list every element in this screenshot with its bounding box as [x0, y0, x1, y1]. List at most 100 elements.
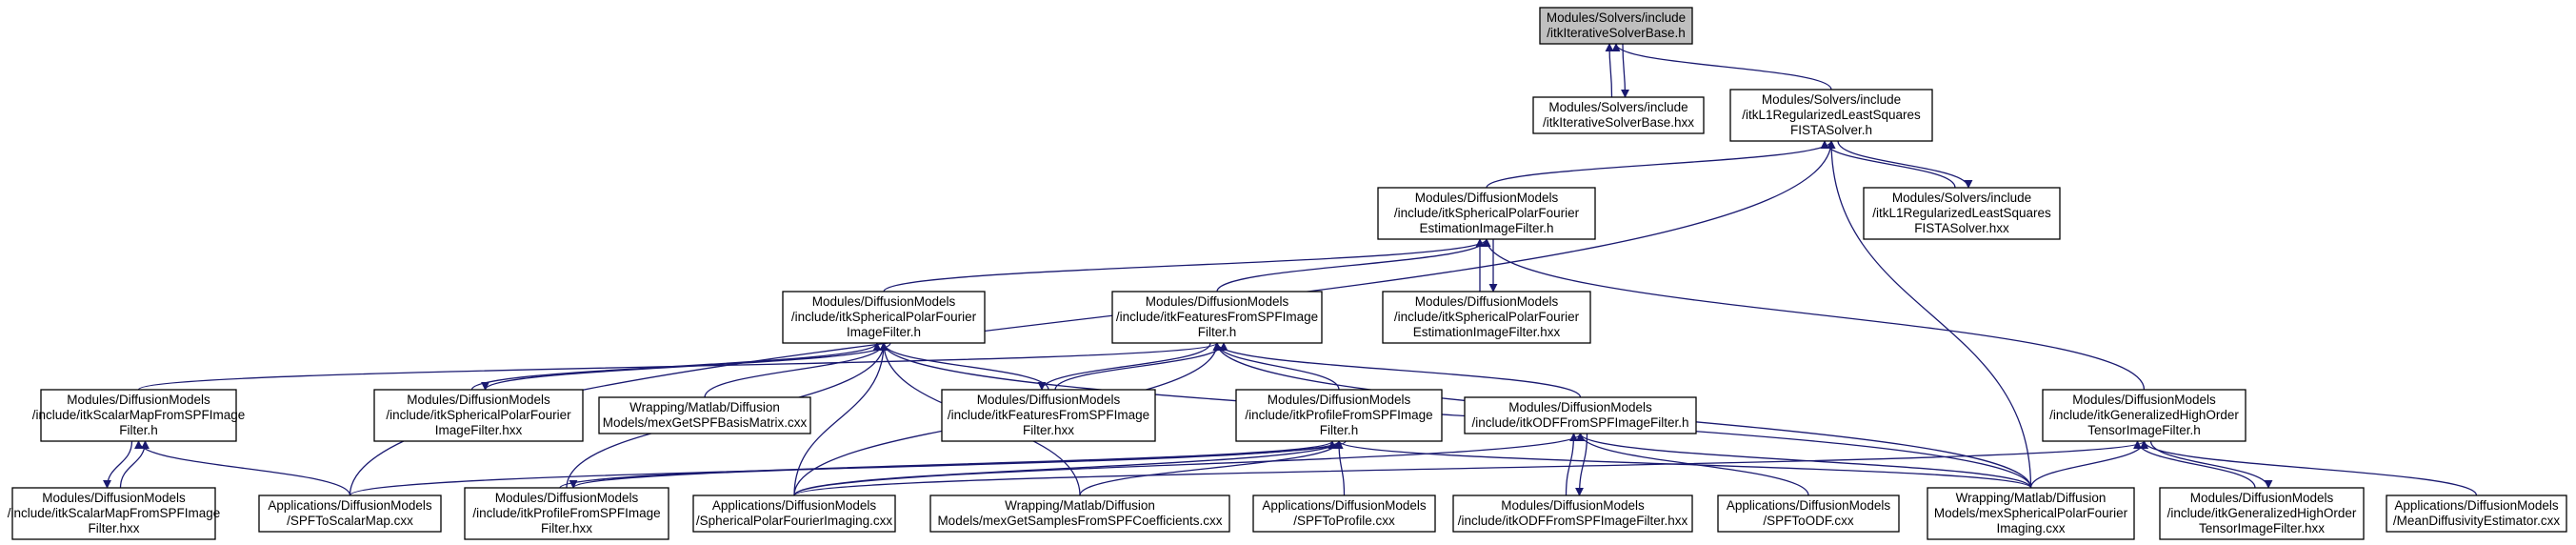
graph-node-label-line: /itkL1RegularizedLeastSquares — [1742, 108, 1921, 122]
graph-node-label-line: Filter.h — [1320, 423, 1359, 437]
dependency-edge — [879, 342, 1049, 391]
graph-node-label-line: Applications/DiffusionModels — [1262, 498, 1427, 513]
graph-node-label-line: /include/itkGeneralizedHighOrder — [2167, 506, 2357, 520]
graph-node[interactable]: Modules/DiffusionModels/include/itkSpher… — [1377, 187, 1596, 240]
graph-node-box — [598, 396, 811, 434]
graph-node[interactable]: Modules/DiffusionModels/include/itkSpher… — [373, 389, 584, 442]
graph-node[interactable]: Modules/DiffusionModels/include/itkProfi… — [1235, 389, 1443, 442]
graph-node-label-line: /include/itkFeaturesFromSPFImage — [948, 408, 1149, 422]
graph-node[interactable]: Modules/DiffusionModels/include/itkODFFr… — [1464, 396, 1697, 434]
graph-node-label-line: /include/itkFeaturesFromSPFImage — [1116, 310, 1318, 324]
dependency-edge — [1334, 440, 1346, 496]
graph-node-label-line: /include/itkScalarMapFromSPFImage — [32, 408, 246, 422]
graph-node[interactable]: Applications/DiffusionModels/SPFToODF.cx… — [1717, 495, 1900, 533]
graph-node[interactable]: Applications/DiffusionModels/SphericalPo… — [692, 495, 896, 533]
graph-node-label-line: /SphericalPolarFourierImaging.cxx — [696, 514, 893, 528]
dependency-edge — [1827, 140, 2032, 489]
graph-node-box — [1111, 291, 1323, 344]
graph-node-label-line: /SPFToODF.cxx — [1763, 514, 1854, 528]
graph-node-label-line: Modules/DiffusionModels — [1415, 294, 1559, 309]
graph-node-label-line: /itkL1RegularizedLeastSquares — [1872, 206, 2051, 220]
graph-node-label-line: Filter.h — [1198, 325, 1237, 339]
dependency-edge — [137, 342, 1222, 391]
graph-node[interactable]: Modules/Solvers/include/itkIterativeSolv… — [1532, 96, 1705, 134]
graph-node[interactable]: Modules/DiffusionModels/include/itkFeatu… — [941, 389, 1156, 442]
graph-node-label-line: Modules/DiffusionModels — [1508, 400, 1652, 414]
graph-node-box — [11, 487, 216, 540]
graph-node[interactable]: Modules/DiffusionModels/include/itkSpher… — [1382, 291, 1591, 344]
dependency-edge — [1611, 43, 1832, 91]
graph-node[interactable]: Applications/DiffusionModels/SPFToProfil… — [1252, 495, 1436, 533]
graph-node[interactable]: Wrapping/Matlab/DiffusionModels/mexSpher… — [1927, 487, 2135, 540]
graph-node-label-line: Modules/DiffusionModels — [495, 491, 639, 505]
graph-node-box — [1452, 495, 1693, 533]
graph-node-label-line: /include/itkODFFromSPFImageFilter.h — [1471, 415, 1688, 430]
graph-node-label-line: Modules/Solvers/include — [1548, 100, 1687, 114]
graph-node-label-line: /include/itkSphericalPolarFourier — [1394, 310, 1580, 324]
dependency-edge — [1837, 140, 1973, 189]
graph-node-label-line: Modules/DiffusionModels — [2072, 393, 2216, 407]
graph-node-label-line: /include/itkGeneralizedHighOrder — [2049, 408, 2239, 422]
graph-node-box — [464, 487, 669, 540]
graph-node-label-line: Applications/DiffusionModels — [2394, 498, 2559, 513]
graph-node-label-line: /SPFToScalarMap.cxx — [287, 514, 413, 528]
dependency-edge — [883, 238, 1491, 293]
graph-node-box — [1927, 487, 2135, 540]
graph-node[interactable]: Applications/DiffusionModels/SPFToScalar… — [258, 495, 442, 533]
graph-node[interactable]: Modules/DiffusionModels/include/itkSpher… — [782, 291, 986, 344]
graph-node-label-line: Imaging.cxx — [1996, 521, 2065, 535]
dependency-edge — [1054, 342, 1228, 391]
graph-node[interactable]: Wrapping/Matlab/DiffusionModels/mexGetSP… — [598, 396, 811, 434]
dependency-edge — [349, 140, 1836, 496]
graph-node-box — [782, 291, 986, 344]
graph-node-box — [2159, 487, 2365, 540]
graph-node-label-line: Wrapping/Matlab/Diffusion — [1956, 491, 2107, 505]
graph-node-label-line: ImageFilter.hxx — [435, 423, 523, 437]
graph-node-label-line: Modules/DiffusionModels — [2190, 491, 2334, 505]
graph-node-label-line: FISTASolver.h — [1790, 123, 1872, 137]
graph-node-label-line: Wrapping/Matlab/Diffusion — [1005, 498, 1155, 513]
graph-node-label-line: Modules/DiffusionModels — [977, 393, 1121, 407]
graph-node[interactable]: Modules/DiffusionModels/include/itkProfi… — [464, 487, 669, 540]
graph-node-label-line: Modules/DiffusionModels — [812, 294, 956, 309]
dependency-edge — [2029, 440, 2148, 489]
graph-node-label-line: Modules/DiffusionModels — [407, 393, 550, 407]
dependency-edge — [1575, 433, 1588, 496]
graph-node-box — [1729, 89, 1933, 142]
graph-node[interactable]: Modules/DiffusionModels/include/itkGener… — [2042, 389, 2247, 442]
dependency-edge — [569, 440, 1347, 489]
graph-node[interactable]: Modules/DiffusionModels/include/itkODFFr… — [1452, 495, 1693, 533]
dependency-edge — [2140, 440, 2478, 496]
graph-node-box — [1382, 291, 1591, 344]
dependency-edge — [1212, 342, 1340, 391]
dependency-edge — [2149, 440, 2273, 489]
dependency-edge — [1212, 342, 1582, 398]
graph-node[interactable]: Modules/DiffusionModels/include/itkScala… — [8, 487, 221, 540]
graph-node[interactable]: Modules/DiffusionModels/include/itkScala… — [32, 389, 246, 442]
dependency-edge — [1037, 342, 1211, 391]
graph-node-box — [1252, 495, 1436, 533]
graph-node[interactable]: Modules/DiffusionModels/include/itkFeatu… — [1111, 291, 1323, 344]
graph-node-label-line: /MeanDiffusivityEstimator.cxx — [2393, 514, 2561, 528]
graph-node-box — [1235, 389, 1443, 442]
graph-node-box — [1464, 396, 1697, 434]
dependency-edge — [119, 440, 150, 489]
graph-node[interactable]: Modules/Solvers/include/itkL1Regularized… — [1863, 187, 2061, 240]
graph-node-label-line: Modules/DiffusionModels — [1501, 498, 1645, 513]
graph-node-label-line: Modules/Solvers/include — [1762, 92, 1901, 107]
dependency-edge — [134, 440, 351, 496]
dependency-edge — [1605, 43, 1614, 98]
graph-node-box — [929, 495, 1230, 533]
graph-node-label-line: Modules/Solvers/include — [1892, 191, 2031, 205]
graph-node[interactable]: Modules/Solvers/include/itkL1Regularized… — [1729, 89, 1933, 142]
graph-node-label-line: Wrapping/Matlab/Diffusion — [629, 400, 780, 414]
nodes-layer: Modules/Solvers/include/itkIterativeSolv… — [8, 7, 2567, 540]
dependency-edge — [1216, 238, 1491, 293]
graph-node-label-line: /include/itkSphericalPolarFourier — [1394, 206, 1580, 220]
graph-node[interactable]: Applications/DiffusionModels/MeanDiffusi… — [2386, 495, 2567, 533]
graph-node[interactable]: Modules/DiffusionModels/include/itkGener… — [2159, 487, 2365, 540]
graph-node-label-line: Modules/DiffusionModels — [1415, 191, 1559, 205]
graph-node[interactable]: Wrapping/Matlab/DiffusionModels/mexGetSa… — [929, 495, 1230, 533]
dependency-edge — [1334, 440, 2032, 489]
graph-node-label-line: TensorImageFilter.h — [2087, 423, 2201, 437]
